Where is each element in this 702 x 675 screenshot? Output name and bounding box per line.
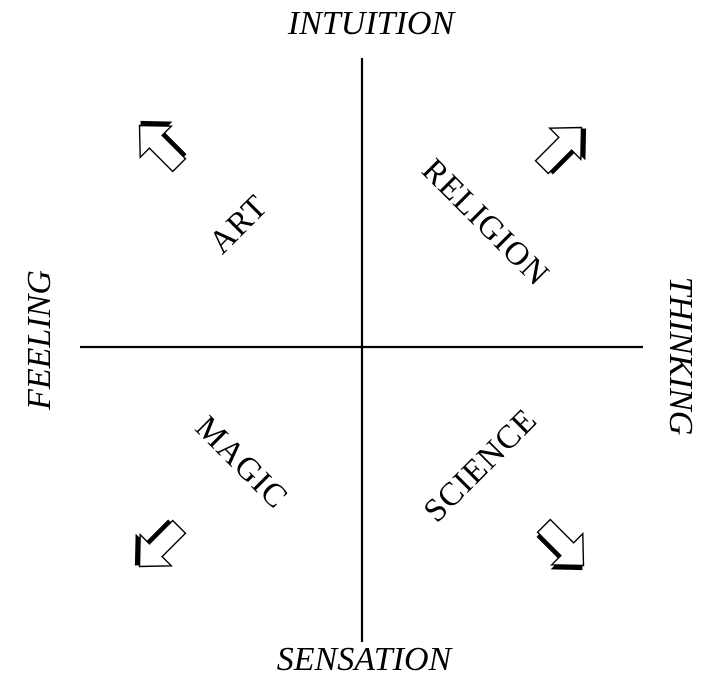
axis-label-right: THINKING bbox=[662, 277, 699, 436]
arrow-down-left-icon bbox=[118, 507, 196, 585]
quadrant-label-magic: MAGIC bbox=[188, 409, 295, 516]
axis-label-top: INTUITION bbox=[287, 5, 457, 42]
arrow-up-right-icon bbox=[525, 109, 603, 187]
quadrant-label-religion: RELIGION bbox=[415, 152, 556, 293]
arrow-down-right-icon bbox=[524, 509, 602, 587]
axis-label-bottom: SENSATION bbox=[277, 641, 454, 675]
quadrant-label-art: ART bbox=[202, 188, 275, 261]
quadrant-label-science: SCIENCE bbox=[417, 402, 545, 530]
arrow-up-left-icon bbox=[121, 104, 199, 182]
axis-label-left: FEELING bbox=[21, 270, 58, 411]
